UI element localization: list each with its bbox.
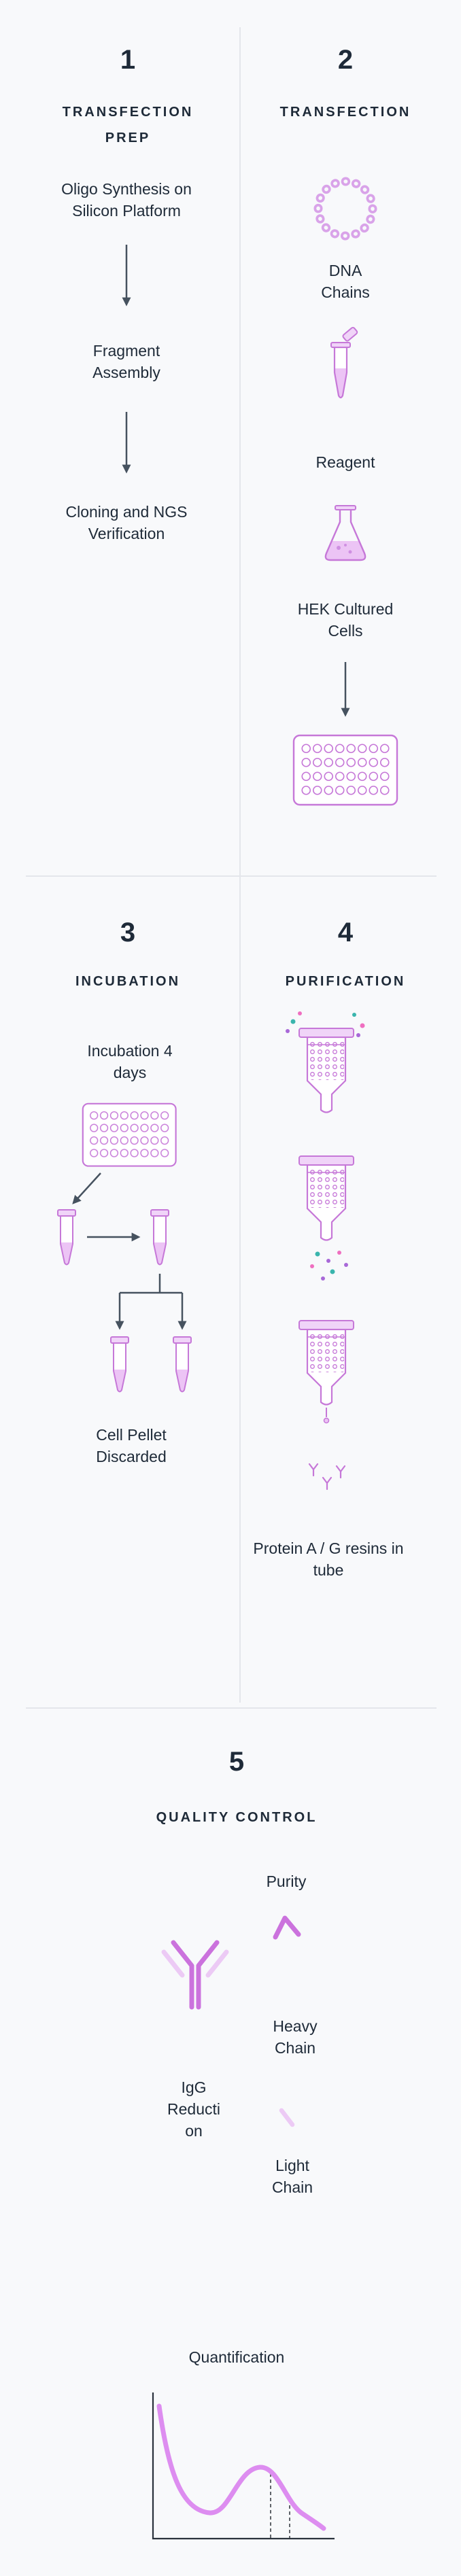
- reagent-tube-icon: [330, 326, 358, 399]
- resin-bead-dots: [310, 1251, 348, 1281]
- down-arrow-icon: [122, 412, 131, 474]
- tube-icon: [150, 1209, 169, 1266]
- label-dna-chains: DNA Chains: [321, 262, 370, 302]
- label-quantification: Quantification: [188, 2348, 285, 2366]
- chromatogram-chart: [152, 2392, 335, 2540]
- label-light-chain: Light Chain: [271, 2157, 313, 2197]
- label-purity: Purity: [266, 1873, 307, 1890]
- step3-number: 3: [120, 918, 136, 947]
- resin-bead-dots: [286, 1011, 365, 1037]
- step2-number: 2: [337, 45, 354, 75]
- label-heavy-chain: Heavy Chain: [273, 2017, 318, 2057]
- column-divider: [239, 27, 241, 1703]
- tube-icon: [110, 1336, 129, 1393]
- stage-cloning-ngs: Cloning and NGS Verification: [65, 503, 188, 543]
- plasmid-dna-icon: [313, 177, 377, 241]
- step2-title: TRANSFECTION: [279, 105, 411, 120]
- step4-number: 4: [337, 918, 354, 947]
- spin-column-icon: [298, 1319, 355, 1491]
- mini-antibody-icon: [308, 1463, 319, 1477]
- spin-column-icon: [286, 1011, 365, 1113]
- chromatogram-curve: [156, 2403, 326, 2531]
- diagonal-arrow-icon: [72, 1172, 101, 1204]
- well-plate-icon: [292, 734, 398, 806]
- heavy-chain-icon: [273, 1915, 301, 1940]
- row-divider-1: [26, 875, 437, 877]
- droplet-icon: [323, 1417, 330, 1424]
- label-incubation-4-days: Incubation 4 days: [87, 1042, 173, 1082]
- antibody-icon: [161, 1940, 229, 2010]
- stage-fragment-assembly: Fragment Assembly: [92, 342, 160, 382]
- row-divider-2: [26, 1707, 437, 1709]
- right-arrow-icon: [87, 1232, 141, 1242]
- chart-axes: [152, 2392, 335, 2540]
- spin-column-icon: [298, 1155, 355, 1281]
- step4-title: PURIFICATION: [285, 974, 406, 989]
- label-protein-ag-resins: Protein A / G resins in tube: [253, 1539, 404, 1580]
- label-reagent: Reagent: [315, 453, 375, 471]
- branch-arrows-icon: [115, 1274, 187, 1330]
- label-cell-pellet-discarded: Cell Pellet Discarded: [96, 1426, 167, 1466]
- tube-icon: [57, 1209, 76, 1266]
- well-plate-icon: [82, 1102, 177, 1167]
- step5-number: 5: [228, 1747, 245, 1777]
- stage-oligo-synthesis: Oligo Synthesis on Silicon Platform: [61, 180, 192, 220]
- tube-icon: [173, 1336, 192, 1393]
- step1-title: TRANSFECTION PREP: [62, 105, 194, 145]
- mini-antibody-icon: [335, 1465, 346, 1479]
- step5-title: QUALITY CONTROL: [156, 1810, 318, 1825]
- label-igg-reduction: IgG Reduction: [167, 2078, 220, 2140]
- step1-number: 1: [120, 45, 136, 75]
- mini-antibody-icon: [322, 1476, 332, 1491]
- flask-icon: [324, 505, 366, 561]
- light-chain-icon: [279, 2108, 295, 2127]
- step3-title: INCUBATION: [75, 974, 181, 989]
- down-arrow-icon: [341, 662, 350, 717]
- down-arrow-icon: [122, 245, 131, 307]
- label-hek-cells: HEK Cultured Cells: [297, 600, 394, 640]
